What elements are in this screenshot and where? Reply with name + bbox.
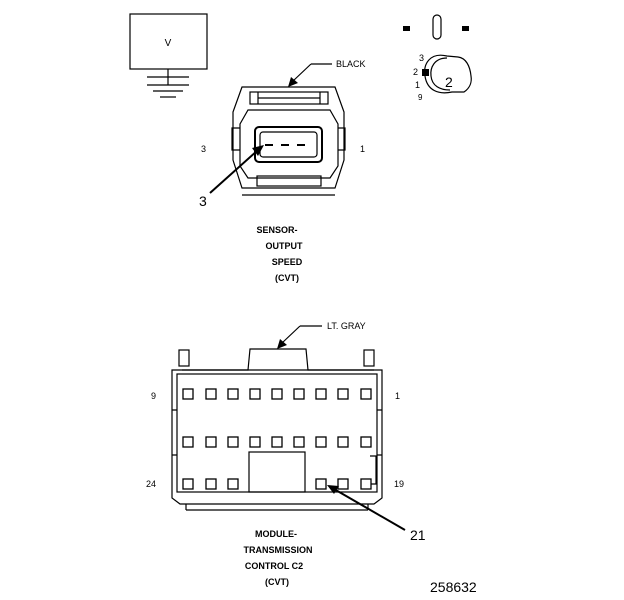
- key-pin-label-2: 2: [413, 67, 418, 77]
- sensor-caption-line-2: OUTPUT: [266, 241, 304, 251]
- sensor-callout-number: 3: [199, 193, 207, 209]
- module-cavity-top-left-label: 9: [151, 391, 156, 401]
- voltmeter-label: V: [165, 38, 172, 49]
- module-pin-row-bottom: [182, 478, 372, 490]
- key-pin-label-3: 3: [419, 53, 424, 63]
- voltmeter-symbol: V: [129, 13, 208, 98]
- module-color-label: LT. GRAY: [327, 321, 366, 331]
- key-pin-label-9: 9: [418, 93, 423, 102]
- sensor-cavity-right-label: 1: [360, 144, 365, 154]
- module-caption-line-1: MODULE-: [255, 529, 297, 539]
- module-pin-row-top: [182, 388, 372, 400]
- sensor-color-label: BLACK: [336, 59, 366, 69]
- sensor-connector: BLACK 3 1 3 SENSOR- OUTPUT SPEED (CVT): [199, 59, 366, 283]
- sensor-cavity-left-label: 3: [201, 144, 206, 154]
- ignition-key-icon: 3 2 1 9 2: [403, 14, 472, 102]
- module-connector: LT. GRAY: [146, 321, 426, 587]
- figure-number: 258632: [430, 579, 477, 595]
- sensor-caption-line-4: (CVT): [275, 273, 299, 283]
- module-caption-line-3: CONTROL C2: [245, 561, 303, 571]
- module-center-block: [248, 451, 306, 493]
- module-cavity-bottom-right-label: 19: [394, 479, 404, 489]
- key-callout-number: 2: [445, 74, 453, 90]
- module-cavity-bottom-left-label: 24: [146, 479, 156, 489]
- module-pin-row-middle: [182, 436, 372, 448]
- sensor-caption-line-1: SENSOR-: [256, 225, 297, 235]
- module-callout-number: 21: [410, 527, 426, 543]
- module-caption-line-2: TRANSMISSION: [243, 545, 312, 555]
- key-pin-label-1: 1: [415, 80, 420, 90]
- module-caption-line-4: (CVT): [265, 577, 289, 587]
- sensor-caption-line-3: SPEED: [272, 257, 303, 267]
- ground-icon: [147, 69, 189, 98]
- module-cavity-top-right-label: 1: [395, 391, 400, 401]
